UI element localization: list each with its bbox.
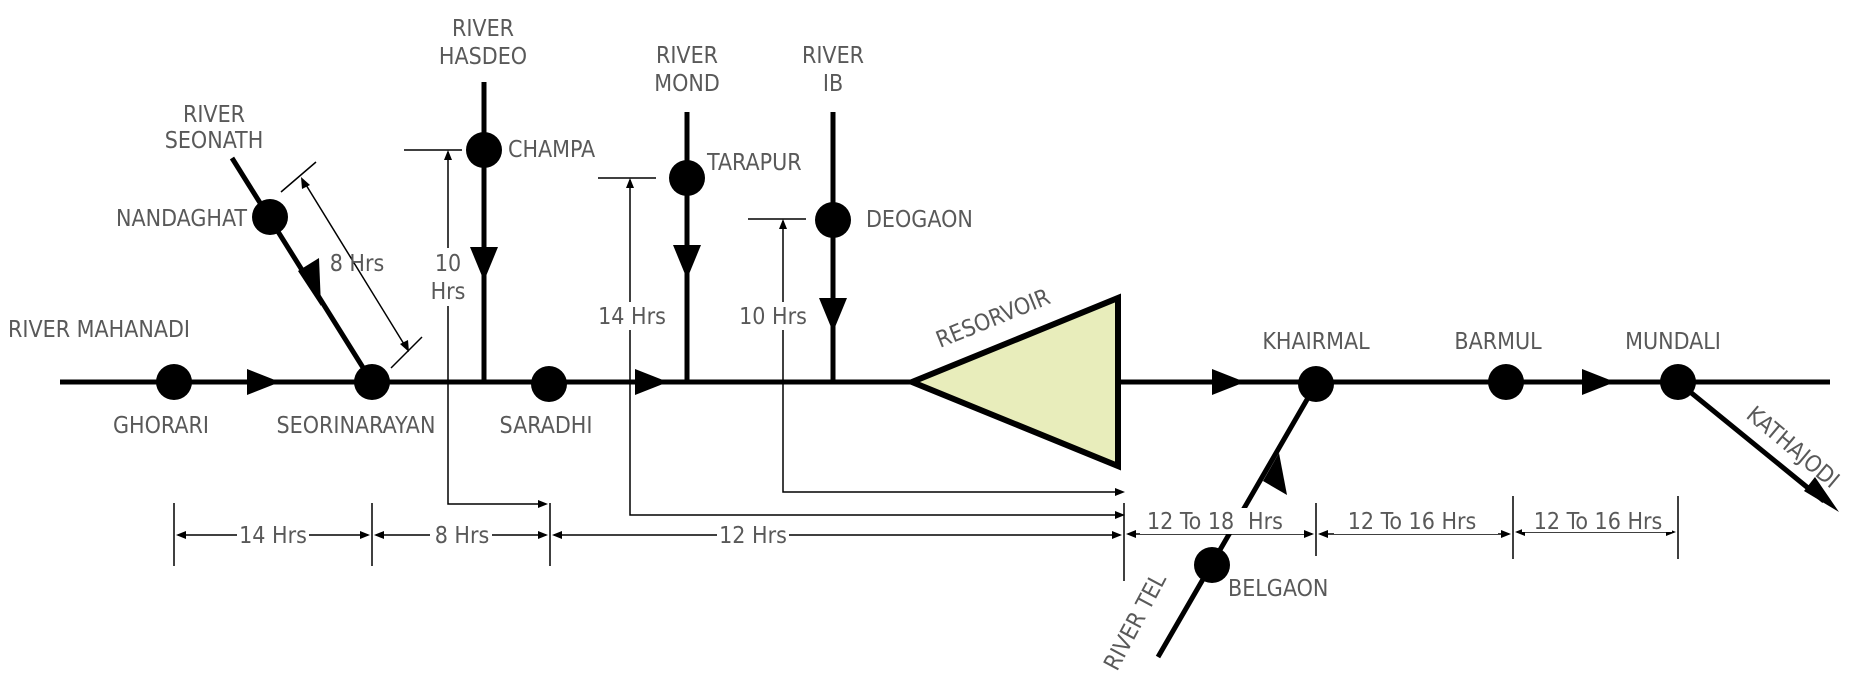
seonath-flow-arrow [298, 258, 321, 306]
river-mond-label-line2: MOND [654, 71, 720, 97]
tarapur-dimension-line [629, 180, 1120, 516]
dim-arrow-ghorari-r [360, 531, 370, 539]
river-mond-label-line1: RIVER [656, 43, 718, 69]
time-ghorari-seorinarayan: 14 Hrs [239, 523, 307, 549]
tarapur-dim-arrow-top [626, 178, 634, 188]
station-nandaghat-label: NANDAGHAT [116, 206, 247, 232]
time-saradhi-reservoir: 12 Hrs [719, 523, 787, 549]
dim-time-bg-4 [1140, 508, 1304, 534]
station-seorinarayan-label: SEORINARAYAN [277, 413, 436, 439]
time-reservoir-khairmal-2: Hrs [1248, 509, 1283, 535]
station-ghorari-node [156, 364, 192, 400]
dim-arrow-khairmal-r [1304, 530, 1314, 538]
flow-arrow-2 [635, 369, 668, 395]
time-reservoir-khairmal-1: 12 To 18 [1147, 509, 1234, 535]
station-deogaon-label: DEOGAON [866, 207, 973, 233]
seonath-dim-arrow-top [301, 177, 310, 189]
station-khairmal-label: KHAIRMAL [1262, 329, 1370, 355]
station-saradhi-label: SARADHI [500, 413, 593, 439]
dim-arrow-saradhi-r [538, 531, 548, 539]
river-seonath-label-line2: SEONATH [165, 128, 264, 154]
station-barmul-node [1488, 364, 1524, 400]
river-ib-label-line1: RIVER [802, 43, 864, 69]
dim-arrow-seorinarayan-l [374, 531, 384, 539]
time-nandaghat-seorinarayan: 8 Hrs [330, 251, 385, 277]
kathajodi-flow-arrow [1804, 477, 1839, 512]
time-seorinarayan-saradhi: 8 Hrs [435, 523, 490, 549]
station-ghorari-label: GHORARI [113, 413, 209, 439]
river-ib-label-line2: IB [823, 71, 843, 97]
dim-time-bg-1 [237, 520, 309, 548]
flow-arrow-1 [247, 369, 280, 395]
river-kathajodi-line [1676, 380, 1826, 503]
station-champa-label: CHAMPA [508, 137, 595, 163]
station-tarapur-label: TARAPUR [706, 150, 802, 176]
ib-flow-arrow [819, 298, 847, 332]
station-nandaghat-node [252, 199, 288, 235]
seonath-dim-arrow-bottom [400, 340, 409, 352]
dim-arrow-reservoir-r [1112, 531, 1122, 539]
champa-dimension-line [447, 152, 543, 505]
champa-dim-arrow-end [538, 500, 548, 508]
champa-time-bg [432, 248, 466, 306]
flow-arrow-4 [1582, 369, 1615, 395]
river-seonath-label-line1: RIVER [183, 102, 245, 128]
hasdeo-flow-arrow [470, 247, 498, 281]
station-belgaon-label: BELGAON [1228, 576, 1328, 602]
time-tarapur-reservoir: 14 Hrs [598, 304, 666, 330]
dim-arrow-barmul-r [1501, 530, 1511, 538]
time-barmul-mundali: 12 To 16 Hrs [1534, 509, 1663, 535]
seonath-dimension-line [302, 179, 408, 350]
station-belgaon-node [1194, 547, 1230, 583]
river-mahanadi-label: RIVER MAHANADI [8, 317, 190, 343]
river-tel-label: RIVER TEL [1099, 569, 1172, 675]
deogaon-dim-arrow-top [779, 219, 787, 229]
dim-arrow-saradhi-l [552, 531, 562, 539]
time-champa-saradhi-line1: 10 [435, 251, 461, 277]
seonath-tick-bottom [390, 336, 423, 369]
tel-flow-arrow [1263, 453, 1287, 495]
time-khairmal-barmul: 12 To 16 Hrs [1348, 509, 1477, 535]
mond-flow-arrow [673, 245, 701, 279]
river-hasdeo-label-line1: RIVER [452, 16, 514, 42]
seonath-tick-top [280, 161, 317, 193]
time-deogaon-reservoir: 10 Hrs [739, 304, 807, 330]
dim-arrow-res-l [1126, 530, 1136, 538]
station-tarapur-node [669, 160, 705, 196]
champa-dim-arrow-top [444, 150, 452, 160]
flow-arrow-3 [1212, 369, 1245, 395]
station-saradhi-node [531, 366, 567, 402]
tarapur-time-bg [596, 302, 666, 330]
dim-time-bg-2 [430, 520, 492, 548]
deogaon-dim-arrow-end [1115, 488, 1125, 496]
station-champa-node [466, 132, 502, 168]
station-barmul-label: BARMUL [1454, 329, 1542, 355]
dim-arrow-ghorari-l [176, 531, 186, 539]
time-champa-saradhi-line2: Hrs [431, 279, 466, 305]
station-deogaon-node [815, 202, 851, 238]
dim-time-bg-6 [1522, 507, 1672, 532]
tarapur-dim-arrow-end [1115, 511, 1125, 519]
deogaon-time-bg [738, 302, 808, 330]
dim-arrow-khairmal-l [1318, 530, 1328, 538]
dim-time-bg-3 [717, 520, 789, 548]
dim-time-bg-5 [1334, 508, 1498, 534]
reservoir-triangle [904, 293, 1121, 471]
station-mundali-label: MUNDALI [1625, 329, 1721, 355]
river-hasdeo-label-line2: HASDEO [439, 44, 527, 70]
